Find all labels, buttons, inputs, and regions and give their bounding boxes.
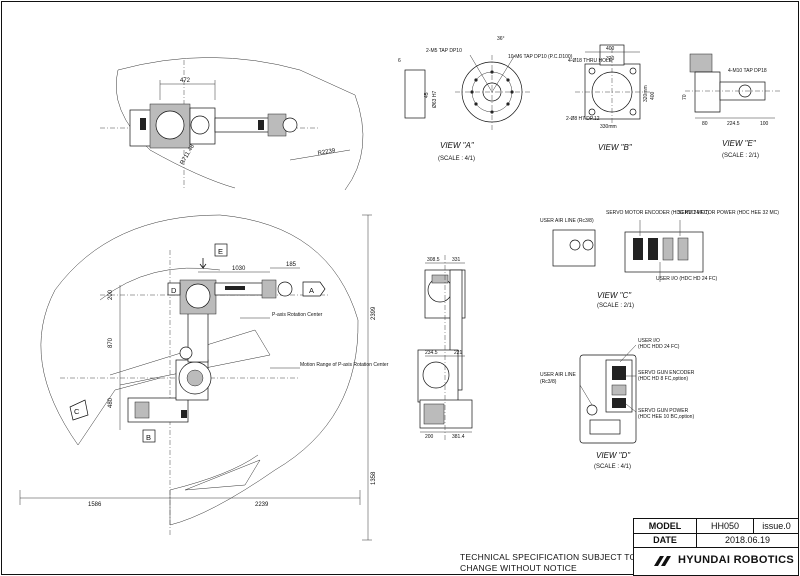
view-b-dim-400: 400 (606, 46, 615, 52)
view-b-dim-400v: 400 (650, 91, 656, 100)
view-d: USER I/O (HDC HDD 24 FC) USER AIR LINE (… (540, 338, 695, 470)
view-a-dim-45: 45 (424, 92, 430, 98)
svg-text:E: E (218, 247, 223, 256)
front-view: 308.5 331 234.5 221 200 381.4 (417, 255, 473, 440)
view-e-title: VIEW "E" (722, 139, 757, 148)
view-a: 2-M5 TAP DP10 36° 10-M6 TAP DP10 (P.C.D1… (398, 36, 573, 162)
brand-name: HYUNDAI ROBOTICS (678, 554, 795, 566)
view-d-label-gun-encoder-conn: (HDC HD 8 FC,option) (638, 376, 688, 382)
marker-d: D (167, 282, 181, 296)
view-a-angle: 36° (497, 36, 505, 42)
title-block: MODEL HH050 issue.0 DATE 2018.06.19 HYUN… (633, 518, 799, 576)
view-e-note-tap: 4-M10 TAP DP18 (728, 68, 767, 74)
view-d-label-user-io-conn: (HDC HDD 24 FC) (638, 344, 680, 350)
view-d-label-air-conn: (Rc3/8) (540, 379, 557, 385)
svg-text:C: C (74, 407, 80, 416)
label-wrist-center: P-axis Rotation Center (272, 312, 323, 318)
view-b: 400 320 400 320mm 330mm 4-Ø18 THRU HOLE … (566, 44, 656, 152)
view-b-note-pin: 2-Ø8 H7 DP.12 (566, 116, 600, 122)
title-block-date-row: DATE 2018.06.19 (634, 533, 798, 548)
view-c-label-air: USER AIR LINE (Rc3/8) (540, 218, 594, 224)
view-e-dim-224: 224.5 (727, 121, 740, 127)
notice-line-2: CHANGE WITHOUT NOTICE (460, 563, 577, 573)
side-dim-2239: 2239 (255, 502, 269, 508)
view-e-dim-100: 100 (760, 121, 769, 127)
view-b-title: VIEW "B" (598, 143, 633, 152)
title-block-model-row: MODEL HH050 issue.0 (634, 519, 798, 534)
view-c-label-power: SERVO MOTOR POWER (HDC HEE 32 MC) (678, 210, 779, 216)
side-view: 1030 185 200 870 480 2399 1358 1586 2239… (19, 214, 389, 541)
label-motion-range: Motion Range of P-axis Rotation Center (300, 362, 389, 368)
view-c-title: VIEW "C" (597, 291, 632, 300)
side-dim-200: 200 (108, 289, 114, 300)
spec-notice: TECHNICAL SPECIFICATION SUBJECT TO CHANG… (460, 552, 640, 574)
view-c-label-user-io: USER I/O (HDC HD 24 FC) (656, 276, 717, 282)
front-dim-234: 234.5 (425, 350, 438, 356)
svg-text:D: D (171, 286, 177, 295)
view-d-label-gun-power-conn: (HDC HEE 10 BC,option) (638, 414, 694, 420)
side-dim-2399: 2399 (371, 306, 377, 320)
view-c-scale: (SCALE : 2/1) (597, 303, 634, 309)
front-dim-308: 308.5 (427, 257, 440, 263)
model-value: HH050 (710, 521, 739, 531)
view-b-dim-320: 320 (606, 56, 615, 62)
side-dim-1586: 1586 (88, 502, 102, 508)
side-dim-185: 185 (286, 262, 297, 268)
view-a-note-tap: 2-M5 TAP DP10 (426, 48, 462, 54)
side-dim-870: 870 (108, 337, 114, 348)
side-dim-1358: 1358 (371, 471, 377, 485)
view-b-dim-320v: 320mm (643, 85, 649, 102)
view-a-note-tap2: 10-M6 TAP DP10 (P.C.D100) (508, 54, 573, 60)
date-label: DATE (634, 533, 697, 547)
marker-a: A (302, 281, 326, 297)
view-b-note-holes: 4-Ø18 THRU HOLE (568, 58, 613, 64)
svg-text:A: A (309, 286, 314, 295)
svg-text:B: B (146, 433, 151, 442)
view-e-scale: (SCALE : 2/1) (722, 153, 759, 159)
notice-line-1: TECHNICAL SPECIFICATION SUBJECT TO (460, 552, 637, 562)
view-e-dim-80: 80 (702, 121, 708, 127)
marker-c: C (69, 399, 89, 421)
front-dim-381: 381.4 (452, 434, 465, 440)
side-dim-480: 480 (108, 397, 114, 408)
view-d-label-gun-encoder: SERVO GUN ENCODER (638, 370, 695, 376)
issue-value: issue.0 (753, 519, 799, 533)
view-e-dim-70: 70 (682, 94, 688, 100)
front-dim-221: 221 (454, 350, 463, 356)
marker-b: B (142, 429, 156, 443)
view-a-scale: (SCALE : 4/1) (438, 156, 475, 162)
model-label: MODEL (634, 519, 697, 533)
front-dim-200: 200 (425, 434, 434, 440)
view-d-scale: (SCALE : 4/1) (594, 464, 631, 470)
view-d-label-user-io: USER I/O (638, 338, 660, 344)
top-view: 472 R711.48 R2239 (100, 57, 364, 191)
view-a-title: VIEW "A" (440, 141, 475, 150)
top-dim-radius: R2239 (317, 148, 336, 157)
view-d-label-air: USER AIR LINE (540, 372, 577, 378)
date-value: 2018.06.19 (724, 535, 771, 545)
view-e: 4-M10 TAP DP18 70 80 224.5 100 VIEW "E" … (682, 53, 780, 159)
top-dim-width: 472 (180, 78, 191, 84)
brand-logo-icon (654, 556, 671, 566)
brand-row: HYUNDAI ROBOTICS (634, 548, 798, 575)
front-dim-331: 331 (452, 257, 461, 263)
view-b-dim-330: 330mm (600, 124, 617, 130)
view-d-title: VIEW "D" (596, 451, 631, 460)
marker-e: E (199, 243, 228, 270)
view-a-dim-6: 6 (398, 58, 401, 64)
side-dim-1030: 1030 (232, 266, 246, 272)
view-c: USER AIR LINE (Rc3/8) SERVO MOTOR ENCODE… (540, 210, 779, 309)
view-d-label-gun-power: SERVO GUN POWER (638, 408, 689, 414)
view-a-dim-phi: Ø63 H7 (432, 91, 438, 108)
view-c-label-encoder: SERVO MOTOR ENCODER (HDC HD 24 FC) (606, 210, 709, 216)
